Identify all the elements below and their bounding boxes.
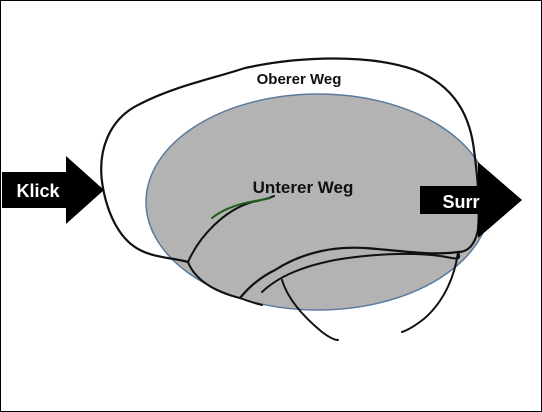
brain-stroke-4 xyxy=(281,279,339,341)
output-arrow-shape xyxy=(420,162,522,238)
input-arrow-shape xyxy=(2,156,104,224)
brain-stroke-5 xyxy=(401,251,459,333)
accent-green-line xyxy=(211,197,271,219)
input-arrow-label: Klick xyxy=(16,181,60,201)
brain-stroke-3 xyxy=(261,251,460,293)
input-arrow xyxy=(2,156,104,224)
lower-path-label: Unterer Weg xyxy=(253,178,354,197)
upper-path-outline xyxy=(100,57,480,300)
brain-stroke-2 xyxy=(187,261,263,306)
output-arrow-label: Surr xyxy=(442,192,479,212)
upper-path-label: Oberer Weg xyxy=(257,71,342,88)
outer-loop-bottom xyxy=(101,186,190,264)
output-arrow xyxy=(420,162,522,238)
